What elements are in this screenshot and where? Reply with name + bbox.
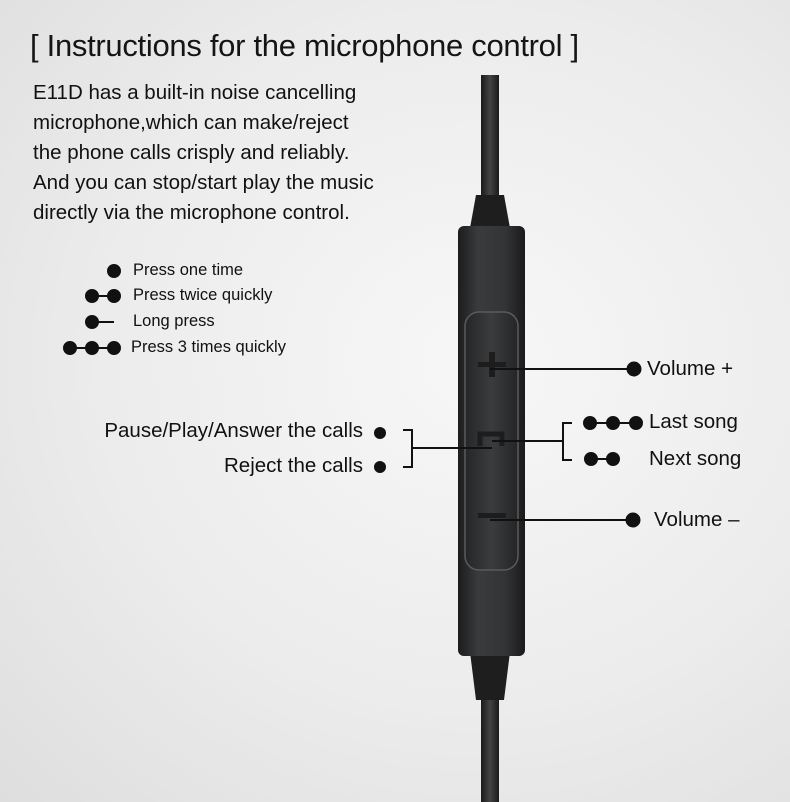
callout-lines	[403, 361, 642, 528]
legend-label: Long press	[133, 312, 215, 330]
single-dot-icon	[374, 427, 386, 439]
legend-label: Press 3 times quickly	[131, 338, 286, 356]
volume-up-label: Volume +	[647, 357, 734, 380]
double-dot-icon	[107, 289, 121, 303]
triple-dot-icon	[583, 416, 643, 430]
next-song-label: Next song	[649, 447, 742, 470]
triple-dot-icon	[107, 341, 121, 355]
description-line: And you can stop/start play the music	[33, 171, 374, 194]
minus-icon	[478, 513, 506, 518]
pause-play-label: Pause/Play/Answer the calls	[104, 419, 363, 442]
legend-symbols	[63, 264, 121, 355]
cable-top	[470, 75, 510, 228]
description-line: E11D has a built-in noise cancelling	[33, 81, 357, 104]
plus-icon	[478, 352, 506, 377]
page-title: [ Instructions for the microphone contro…	[30, 28, 579, 63]
volume-down-label: Volume –	[654, 508, 740, 531]
double-dot-icon	[584, 452, 620, 466]
legend-label: Press twice quickly	[133, 286, 273, 304]
description-line: the phone calls crisply and reliably.	[33, 141, 350, 164]
single-dot-icon	[374, 461, 386, 473]
single-dot-icon	[107, 264, 121, 278]
description-line: directly via the microphone control.	[33, 201, 350, 224]
reject-calls-label: Reject the calls	[223, 454, 363, 477]
legend-label: Press one time	[133, 261, 244, 279]
cable-bottom	[470, 652, 510, 802]
description-line: microphone,which can make/reject	[33, 111, 349, 134]
last-song-label: Last song	[649, 410, 738, 433]
